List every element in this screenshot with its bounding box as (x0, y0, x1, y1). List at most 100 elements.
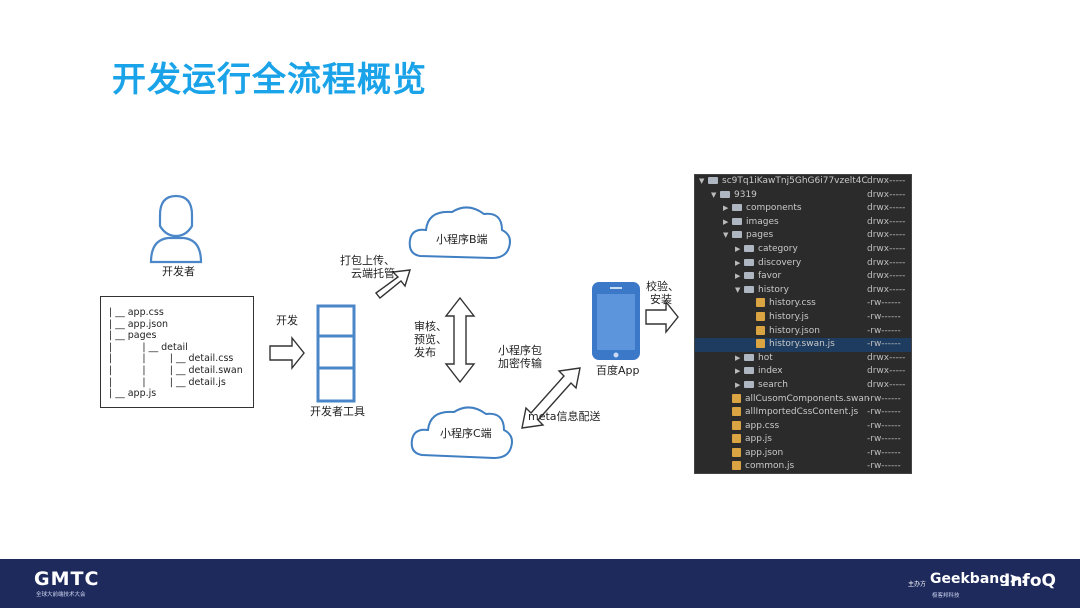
folder-icon (744, 367, 754, 375)
expand-down-icon[interactable]: ▼ (723, 231, 729, 240)
tree-file-row[interactable]: allCusomComponents.swan-rw------ (695, 393, 911, 407)
tree-file-row[interactable]: history.json-rw------ (695, 325, 911, 339)
devtools-icon (316, 304, 356, 403)
code-line: | __ pages (109, 330, 157, 342)
folder-icon (732, 204, 742, 212)
tree-item-name: hot (758, 352, 773, 363)
folder-icon (744, 285, 754, 293)
tree-item-permissions: -rw------ (867, 420, 901, 431)
expand-right-icon[interactable]: ▶ (735, 367, 741, 376)
gmtc-logo: GMTC (34, 568, 100, 590)
tree-file-row[interactable]: allImportedCssContent.js -rw------ (695, 406, 911, 420)
cloud-b-icon (408, 206, 511, 260)
arrow-review (444, 296, 476, 384)
file-icon (732, 434, 741, 444)
tree-item-name: images (746, 216, 779, 227)
tree-file-row[interactable]: history.swan.js-rw------ (695, 338, 911, 352)
tree-item-permissions: drwx----- (867, 230, 906, 241)
tree-file-row[interactable]: app.json -rw------ (695, 447, 911, 461)
expand-right-icon[interactable]: ▶ (735, 353, 741, 362)
file-icon (756, 311, 765, 321)
file-icon (756, 298, 765, 308)
file-icon (732, 407, 741, 417)
tree-folder-row[interactable]: ▶ hot drwx----- (695, 352, 911, 366)
tree-item-permissions: drwx----- (867, 379, 906, 390)
folder-icon (744, 258, 754, 266)
flow-diagram (149, 194, 679, 460)
tree-item-permissions: drwx----- (867, 257, 906, 268)
expand-right-icon[interactable]: ▶ (735, 380, 741, 389)
tree-item-name: app.css (745, 420, 780, 431)
footer-bar: GMTC 全球大前端技术大会 主办方 Geekbang>. 极客邦科技 Info… (0, 559, 1080, 608)
file-icon (732, 461, 741, 471)
tree-item-name: history.css (769, 298, 816, 309)
infoq-logo: InfoQ (1004, 571, 1056, 591)
tree-item-name: favor (758, 271, 782, 282)
tree-file-row[interactable]: common.js-rw------ (695, 460, 911, 473)
expand-down-icon[interactable]: ▼ (711, 190, 717, 199)
tree-item-name: app.json (745, 447, 784, 458)
cloud-c-label: 小程序C端 (440, 427, 492, 440)
app-label: 百度App (596, 364, 640, 377)
tree-item-permissions: -rw------ (867, 298, 901, 309)
expand-right-icon[interactable]: ▶ (723, 204, 729, 213)
tree-item-name: sc9Tq1iKawTnj5GhG6i77vzelt4C (722, 176, 868, 186)
tree-item-permissions: drwx----- (867, 176, 906, 186)
tree-file-row[interactable]: app.js-rw------ (695, 433, 911, 447)
tree-item-name: common.js (745, 461, 795, 472)
expand-right-icon[interactable]: ▶ (723, 217, 729, 226)
expand-right-icon[interactable]: ▶ (735, 272, 741, 281)
tree-item-permissions: -rw------ (867, 311, 901, 322)
folder-icon (744, 244, 754, 252)
tree-file-row[interactable]: history.css -rw------ (695, 297, 911, 311)
tree-item-name: index (758, 366, 783, 377)
expand-right-icon[interactable]: ▶ (735, 244, 741, 253)
folder-icon (708, 177, 718, 184)
upload-label: 打包上传、 云端托管 (340, 254, 395, 280)
tree-item-name: allCusomComponents.swan (745, 393, 870, 404)
page-title: 开发运行全流程概览 (112, 60, 427, 100)
expand-down-icon[interactable]: ▼ (699, 177, 705, 185)
file-icon (756, 339, 765, 349)
arrow-develop (269, 336, 305, 370)
expand-down-icon[interactable]: ▼ (735, 285, 741, 294)
phone-icon (592, 282, 640, 360)
tree-item-name: allImportedCssContent.js (745, 407, 859, 418)
tree-folder-row[interactable]: ▶ index drwx----- (695, 365, 911, 379)
tree-item-name: history.js (769, 311, 809, 322)
organizer-label: 主办方 (908, 581, 927, 588)
arrow-install (645, 300, 679, 334)
file-icon (732, 420, 741, 430)
devtools-label: 开发者工具 (310, 405, 365, 418)
tree-file-row[interactable]: history.js -rw------ (695, 311, 911, 325)
tree-item-name: history.json (769, 325, 820, 336)
tree-item-permissions: drwx----- (867, 366, 906, 377)
tree-item-permissions: drwx----- (867, 352, 906, 363)
tree-item-name: discovery (758, 257, 802, 268)
tree-item-permissions: -rw------ (867, 407, 901, 418)
folder-icon (744, 380, 754, 388)
code-structure-box: | __ app.css| __ app.json| __ pages| | _… (100, 296, 254, 408)
tree-folder-row[interactable]: ▶ discovery drwx----- (695, 257, 911, 271)
folder-icon (720, 190, 730, 198)
expand-right-icon[interactable]: ▶ (735, 258, 741, 267)
tree-item-permissions: -rw------ (867, 393, 901, 404)
tree-item-permissions: -rw------ (867, 339, 901, 350)
tree-file-row[interactable]: app.css -rw------ (695, 420, 911, 434)
tree-item-permissions: drwx----- (867, 189, 906, 200)
code-line: | __ app.css (109, 307, 164, 318)
tree-item-permissions: -rw------ (867, 447, 901, 458)
tree-item-permissions: drwx----- (867, 284, 906, 295)
arrow-transfer (521, 367, 581, 429)
code-line: | | | __ detail.css (109, 353, 234, 365)
